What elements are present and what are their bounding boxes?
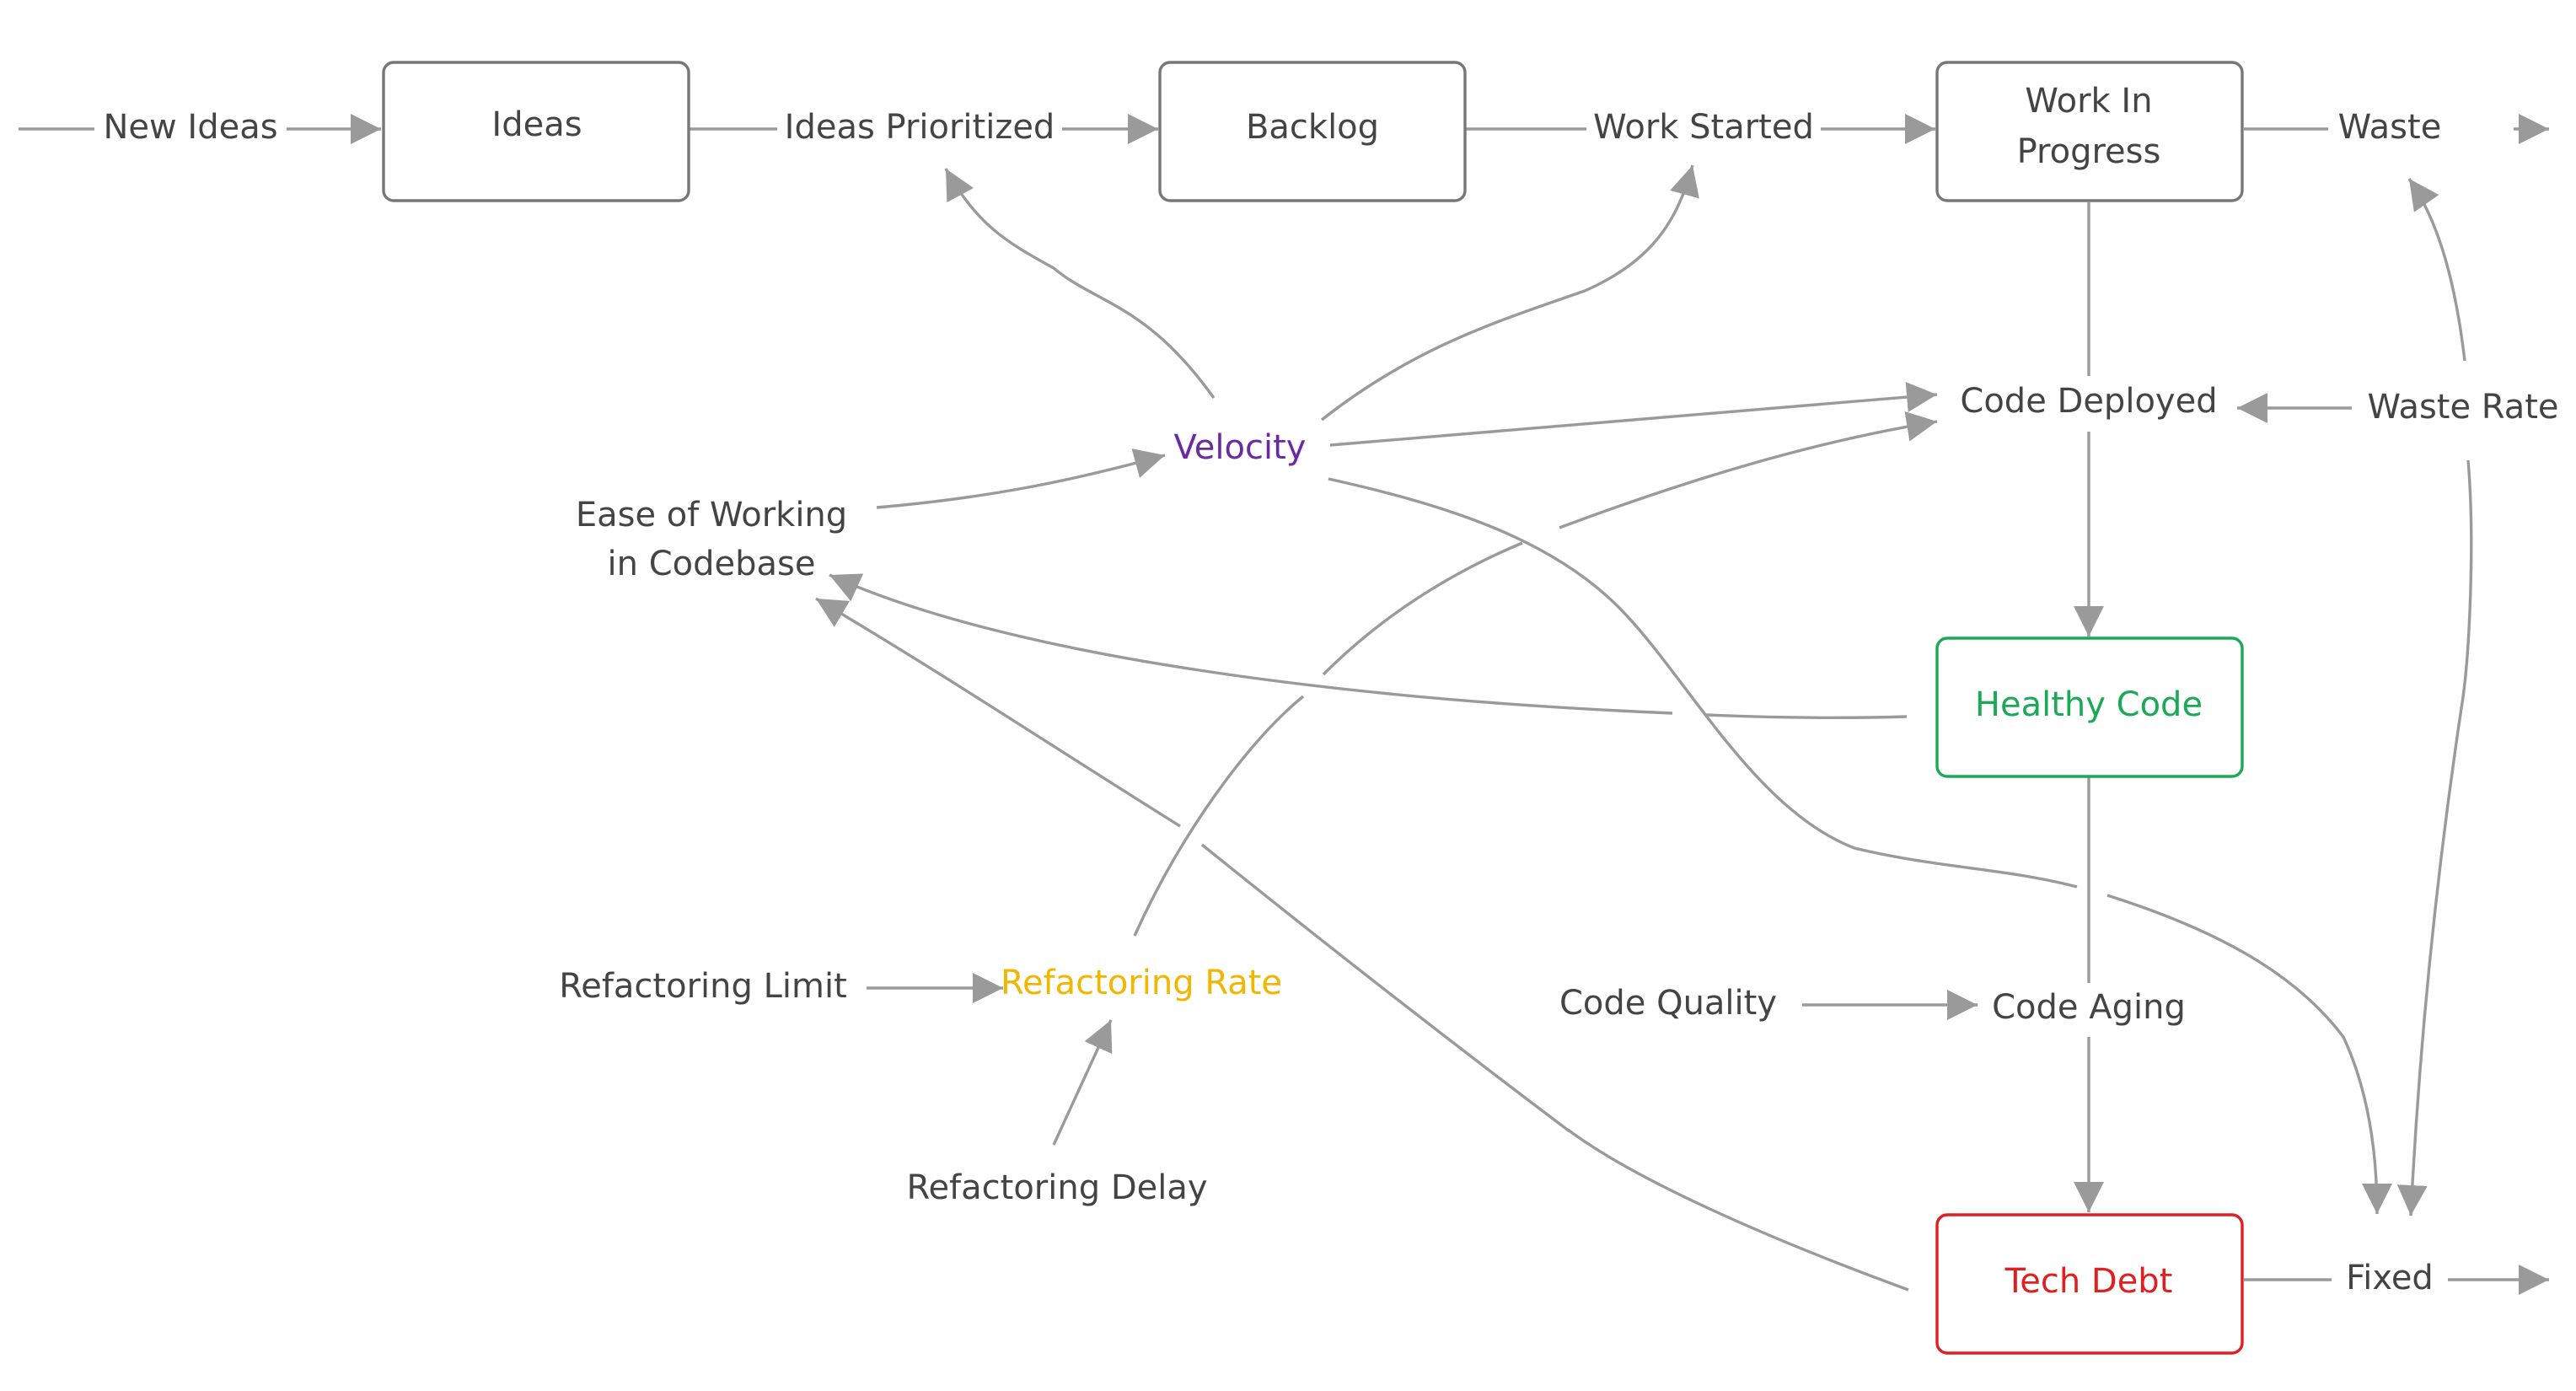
flow-code-aging[interactable]: Code Aging	[1992, 988, 2186, 1027]
information-links	[816, 164, 2473, 1292]
link-velocity-to-work-started	[1320, 164, 1699, 422]
stock-backlog-box	[1158, 61, 1467, 202]
flow-fixed[interactable]: Fixed	[2346, 1259, 2434, 1297]
flow-code-deployed[interactable]: Code Deployed	[1960, 382, 2217, 421]
flow-labels: New Ideas Ideas Prioritized Work Started…	[103, 108, 2441, 1297]
stock-healthy-code-box	[1935, 636, 2244, 778]
stock-wip-label-line2: Progress	[2017, 132, 2161, 171]
stock-ideas-label: Ideas	[491, 105, 582, 144]
variable-ease-line2[interactable]: in Codebase	[608, 545, 816, 583]
stock-ideas-box	[382, 61, 690, 202]
stock-healthy-code-label: Healthy Code	[1975, 685, 2203, 724]
link-waste-rate-to-fixed	[2396, 459, 2473, 1216]
variable-refactoring-rate[interactable]: Refactoring Rate	[1001, 964, 1282, 1002]
link-refactoring-rate-to-code-deployed	[1133, 422, 1937, 937]
stock-tech-debt[interactable]: Tech Debt	[1935, 1213, 2244, 1355]
variable-ease-line1[interactable]: Ease of Working	[576, 496, 847, 534]
stock-ideas[interactable]: Ideas	[382, 61, 690, 202]
stock-tech-debt-box	[1935, 1213, 2244, 1355]
stock-work-in-progress[interactable]: Work In Progress	[1935, 61, 2244, 202]
stock-backlog-label: Backlog	[1246, 108, 1379, 147]
stock-backlog[interactable]: Backlog	[1158, 61, 1467, 202]
link-velocity-to-ideas-prioritized	[944, 168, 1216, 399]
variable-labels: Velocity Ease of Working in Codebase Was…	[559, 388, 2558, 1207]
variable-refactoring-limit[interactable]: Refactoring Limit	[559, 967, 847, 1006]
link-velocity-to-code-deployed	[1329, 382, 1938, 447]
flow-waste[interactable]: Waste	[2338, 108, 2442, 147]
link-waste-rate-to-waste	[2407, 178, 2466, 362]
stock-tech-debt-label: Tech Debt	[2004, 1262, 2173, 1301]
variable-refactoring-delay[interactable]: Refactoring Delay	[906, 1168, 1207, 1207]
stock-wip-box	[1935, 61, 2244, 202]
flow-ideas-prioritized[interactable]: Ideas Prioritized	[785, 108, 1055, 147]
stock-wip-label-line1: Work In	[2025, 82, 2152, 121]
link-velocity-to-fixed	[1328, 477, 2377, 1214]
flow-work-started[interactable]: Work Started	[1593, 108, 1814, 147]
stock-healthy-code[interactable]: Healthy Code	[1935, 636, 2244, 778]
link-refactoring-delay-to-refactoring-rate	[1052, 1019, 1113, 1146]
link-ease-to-velocity	[876, 448, 1166, 509]
variable-waste-rate[interactable]: Waste Rate	[2367, 388, 2558, 427]
link-healthy-code-to-ease	[829, 575, 1908, 720]
flow-pipes	[19, 114, 2549, 1295]
link-tech-debt-to-ease	[816, 599, 1909, 1292]
variable-code-quality[interactable]: Code Quality	[1559, 984, 1777, 1023]
variable-velocity[interactable]: Velocity	[1174, 428, 1307, 467]
flow-new-ideas[interactable]: New Ideas	[103, 108, 277, 147]
